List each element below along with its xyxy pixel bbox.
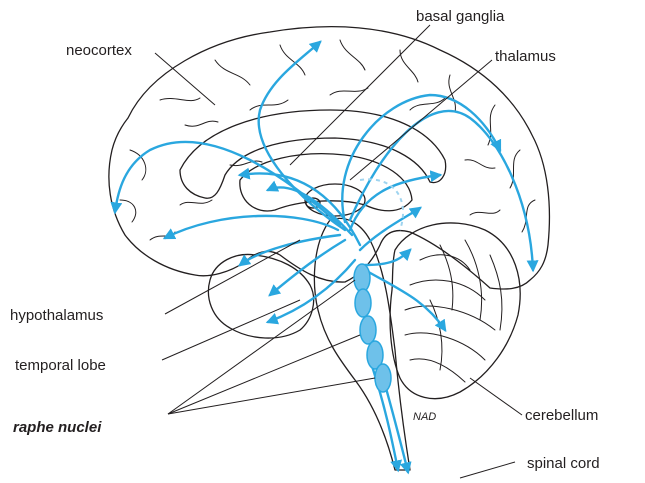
leader-lines xyxy=(155,25,522,478)
brainstem xyxy=(314,218,410,470)
label-temporal-lobe: temporal lobe xyxy=(15,357,106,374)
artist-signature: NAD xyxy=(413,411,436,423)
label-basal-ganglia: basal ganglia xyxy=(416,8,505,25)
raphe-nuclei-cluster xyxy=(354,264,391,392)
label-hypothalamus: hypothalamus xyxy=(10,307,103,324)
label-thalamus: thalamus xyxy=(495,48,556,65)
label-raphe-nuclei: raphe nuclei xyxy=(13,419,102,436)
label-cerebellum: cerebellum xyxy=(525,407,598,424)
label-neocortex: neocortex xyxy=(66,42,132,59)
label-spinal-cord: spinal cord xyxy=(527,455,600,472)
